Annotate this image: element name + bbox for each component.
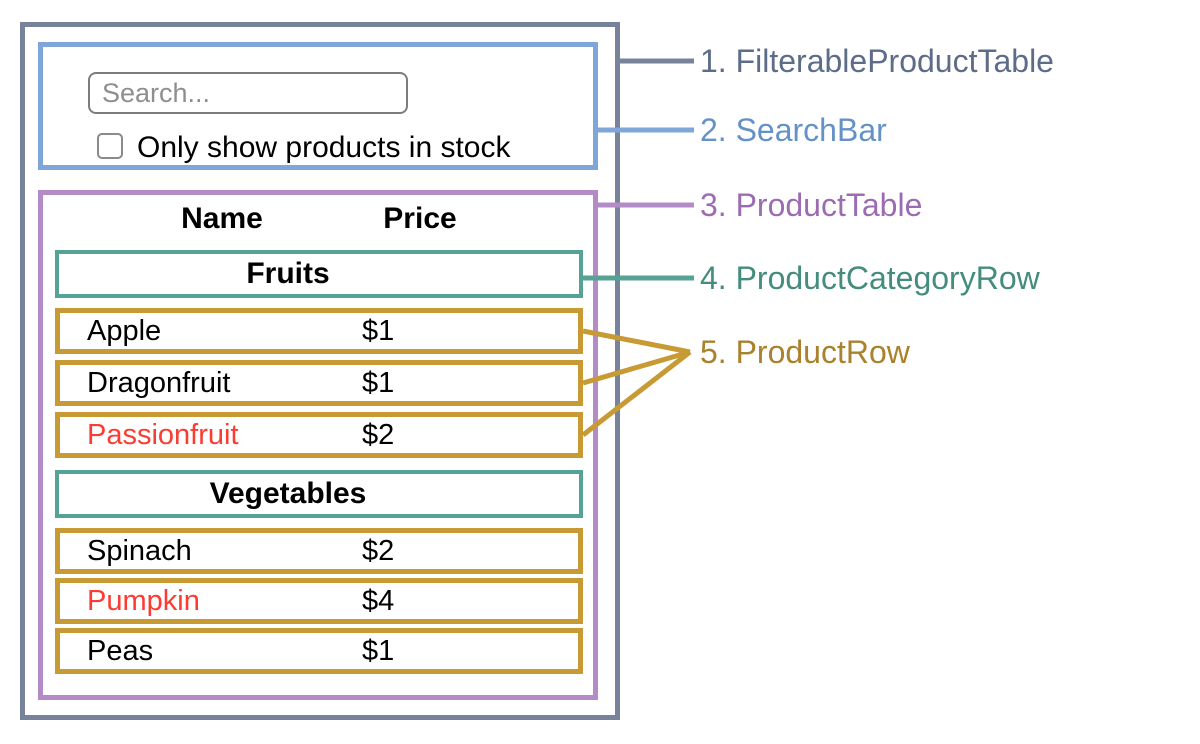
search-input[interactable] bbox=[88, 72, 408, 114]
product-price-cell: $1 bbox=[362, 314, 395, 347]
product-name-cell: Pumpkin bbox=[87, 584, 200, 617]
product-price-cell: $4 bbox=[362, 584, 395, 617]
product-row: Passionfruit $2 bbox=[55, 412, 583, 458]
product-price-cell: $2 bbox=[362, 534, 395, 567]
product-row: Pumpkin $4 bbox=[55, 578, 583, 624]
product-row: Dragonfruit $1 bbox=[55, 360, 583, 406]
legend-product-row: 5. ProductRow bbox=[700, 334, 910, 370]
product-name-cell: Spinach bbox=[87, 534, 192, 567]
product-row: Spinach $2 bbox=[55, 528, 583, 574]
column-header-name: Name bbox=[181, 202, 263, 235]
legend-search-bar: 2. SearchBar bbox=[700, 112, 887, 148]
product-price-cell: $1 bbox=[362, 634, 395, 667]
product-row: Apple $1 bbox=[55, 308, 583, 354]
category-row-fruits: Fruits bbox=[55, 250, 583, 298]
column-header-price: Price bbox=[383, 202, 457, 235]
legend-filterable-product-table: 1. FilterableProductTable bbox=[700, 43, 1054, 79]
in-stock-checkbox-label: Only show products in stock bbox=[137, 131, 511, 164]
product-name-cell: Dragonfruit bbox=[87, 366, 231, 399]
legend-product-table: 3. ProductTable bbox=[700, 187, 923, 223]
product-price-cell: $2 bbox=[362, 418, 395, 451]
legend-product-category-row: 4. ProductCategoryRow bbox=[700, 260, 1040, 296]
product-name-cell: Passionfruit bbox=[87, 418, 239, 451]
product-name-cell: Apple bbox=[87, 314, 162, 347]
product-price-cell: $1 bbox=[362, 366, 395, 399]
in-stock-checkbox[interactable] bbox=[97, 133, 123, 159]
product-row: Peas $1 bbox=[55, 628, 583, 674]
category-row-vegetables: Vegetables bbox=[55, 470, 583, 518]
category-label: Fruits bbox=[246, 257, 330, 290]
category-label: Vegetables bbox=[209, 477, 367, 510]
product-name-cell: Peas bbox=[87, 634, 154, 667]
